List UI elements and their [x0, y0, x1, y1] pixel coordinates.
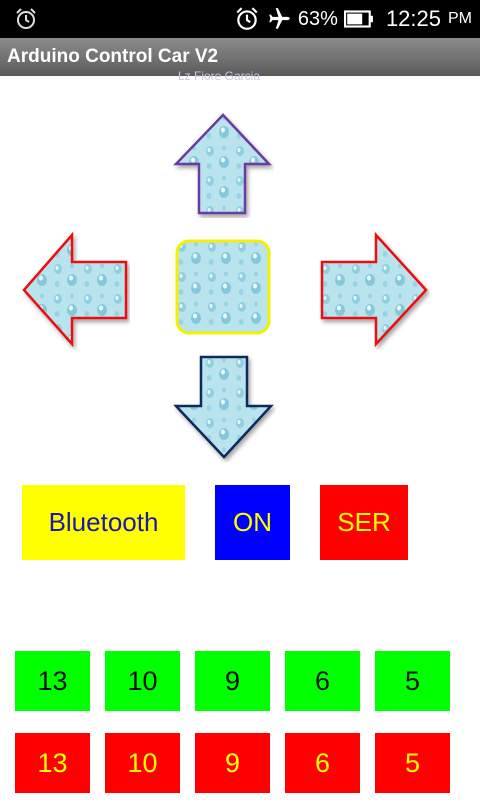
title-bar: Arduino Control Car V2: [0, 38, 480, 76]
bluetooth-button[interactable]: Bluetooth: [22, 485, 185, 560]
clock-ampm: PM: [448, 10, 472, 27]
stop-icon: [175, 239, 271, 335]
clock-time: 12:25: [385, 6, 441, 31]
arrow-right-button[interactable]: [318, 230, 430, 350]
arrow-left-button[interactable]: [20, 230, 130, 350]
green-pin-13-button[interactable]: 13: [15, 651, 90, 711]
ser-button[interactable]: SER: [320, 485, 408, 560]
stop-button[interactable]: [174, 238, 274, 338]
arrow-down-icon: [173, 355, 274, 459]
arrow-right-icon: [320, 231, 428, 348]
status-indicators: 63% 12:25 PM: [234, 0, 472, 38]
airplane-mode-icon: [269, 8, 290, 29]
on-button[interactable]: ON: [215, 485, 290, 560]
arrow-left-icon: [22, 231, 128, 348]
red-pin-6-button[interactable]: 6: [285, 733, 360, 793]
red-pin-9-button[interactable]: 9: [195, 733, 270, 793]
arrow-down-button[interactable]: [172, 354, 276, 462]
red-pin-10-button[interactable]: 10: [105, 733, 180, 793]
alarm-clock-icon: [16, 8, 36, 29]
battery-percent: 63%: [297, 7, 338, 30]
green-pin-5-button[interactable]: 5: [375, 651, 450, 711]
battery-icon: [343, 10, 373, 28]
alarm-icon: [236, 7, 258, 30]
green-pin-10-button[interactable]: 10: [105, 651, 180, 711]
red-pin-5-button[interactable]: 5: [375, 733, 450, 793]
arrow-up-icon: [173, 113, 272, 215]
red-pin-13-button[interactable]: 13: [15, 733, 90, 793]
status-bar: 63% 12:25 PM: [0, 0, 480, 38]
green-pin-9-button[interactable]: 9: [195, 651, 270, 711]
app-title: Arduino Control Car V2: [7, 46, 219, 67]
green-pin-6-button[interactable]: 6: [285, 651, 360, 711]
author-watermark: Lz Fiore Garcia: [178, 69, 261, 83]
arrow-up-button[interactable]: [172, 112, 274, 218]
